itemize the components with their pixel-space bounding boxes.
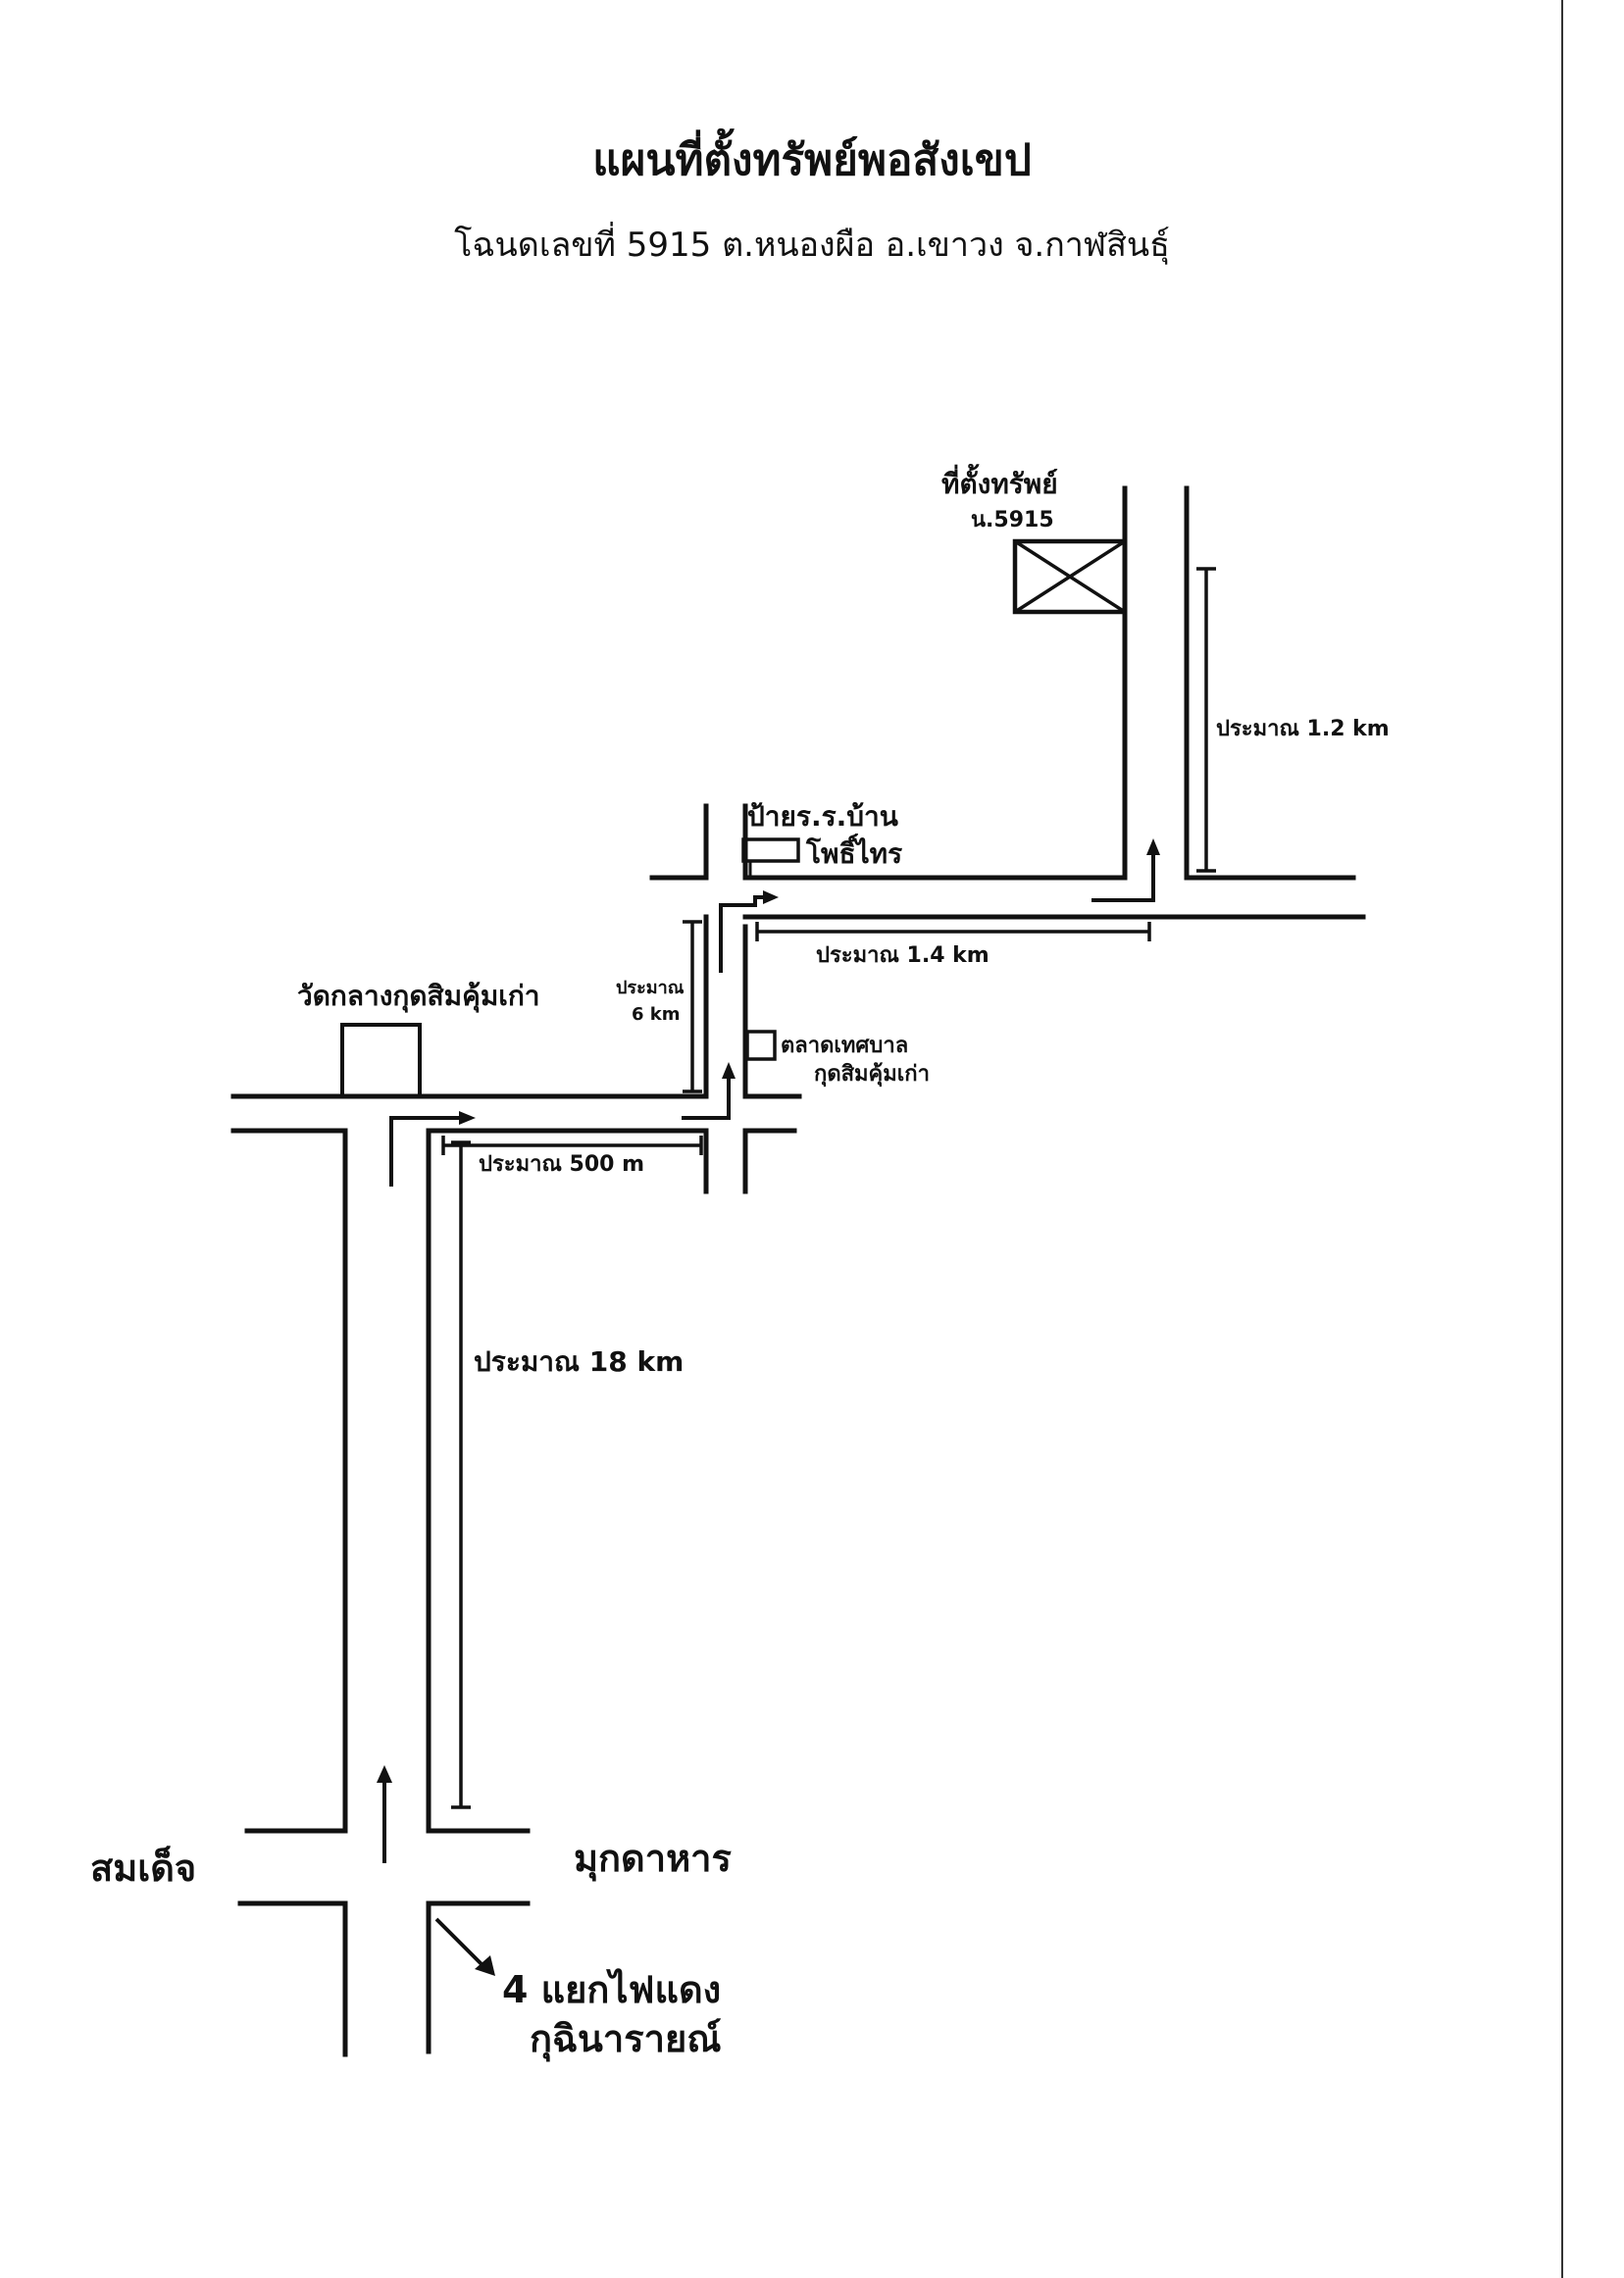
- property-label-line1: ที่ตั้งทรัพย์: [941, 463, 1058, 500]
- dim-1-2km: [1196, 567, 1216, 873]
- temple-label: วัดกลางกุดสิมคุ้มเก่า: [297, 980, 540, 1013]
- dim-1-4km-label: ประมาณ 1.4 km: [816, 943, 990, 968]
- arrow-upper-north-icon: [1091, 838, 1160, 902]
- property-box-icon: [1012, 538, 1128, 615]
- connector-road: [703, 803, 748, 1194]
- intersection-label-line1: 4 แยกไฟแดง: [502, 1968, 721, 2011]
- page-edge-line: [1561, 0, 1563, 2278]
- arrow-north-icon: [377, 1765, 392, 1863]
- direction-west-label: สมเด็จ: [90, 1846, 196, 1890]
- market-label-line1: ตลาดเทศบาล: [781, 1034, 908, 1058]
- school-sign-icon: [741, 837, 800, 876]
- bottom-highway: [237, 1828, 531, 1906]
- dim-500m-label: ประมาณ 500 m: [479, 1152, 644, 1177]
- intersection-label-line2: กุฉินารายณ์: [530, 2017, 721, 2062]
- school-sign-label-line2: โพธิ์ไทร: [805, 834, 902, 870]
- upper-road: [649, 875, 1366, 920]
- property-label-line2: น.5915: [971, 508, 1054, 532]
- north-road-to-property: [1122, 485, 1190, 881]
- market-label-line2: กุดสิมคุ้มเก่า: [814, 1062, 930, 1088]
- arrow-connector-north-icon: [719, 890, 779, 973]
- map-title: แผนที่ตั้งทรัพย์พอสังเขป: [592, 135, 1032, 185]
- arrow-from-intersection-icon: [434, 1917, 495, 1976]
- dim-1-4km: [755, 922, 1151, 941]
- middle-road: [230, 1093, 802, 1134]
- dim-18km-label: ประมาณ 18 km: [474, 1345, 684, 1378]
- school-sign-label-line1: ป้ายร.ร.บ้าน: [747, 800, 898, 833]
- map-subtitle: โฉนดเลขที่ 5915 ต.หนองผือ อ.เขาวง จ.กาฬส…: [454, 226, 1170, 265]
- arrow-turn-east-icon: [389, 1111, 476, 1187]
- arrow-turn-north-icon: [682, 1062, 736, 1120]
- dim-1-2km-label: ประมาณ 1.2 km: [1216, 717, 1390, 741]
- dim-short-label-line2: 6 km: [632, 1004, 681, 1025]
- dim-short-label-line1: ประมาณ: [616, 978, 685, 998]
- dim-18km: [451, 1140, 471, 1809]
- market-building-icon: [745, 1030, 777, 1061]
- main-north-road: [342, 1128, 431, 2057]
- temple-building-icon: [340, 1023, 422, 1098]
- dim-500m: [441, 1136, 703, 1155]
- direction-east-label: มุกดาหาร: [574, 1837, 732, 1882]
- dim-short-vertical: [683, 920, 702, 1093]
